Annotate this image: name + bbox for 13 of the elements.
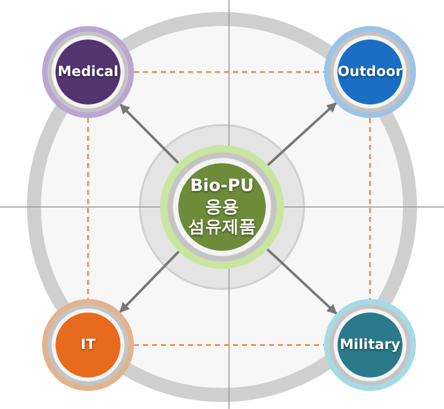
node-label: Medical	[56, 64, 120, 80]
dashed-connector	[87, 118, 89, 299]
arrow	[266, 248, 338, 315]
node-label: Bio-PU 응용 섬유제품	[187, 176, 257, 238]
arrow	[266, 102, 337, 166]
arrow	[120, 104, 180, 164]
dashed-connector	[134, 71, 324, 73]
dashed-connector	[134, 344, 324, 346]
node-label: Outdoor	[336, 64, 404, 80]
arrow	[119, 250, 180, 313]
node-label: IT	[80, 336, 96, 354]
dashed-connector	[369, 118, 371, 299]
node-label: Military	[338, 336, 402, 354]
